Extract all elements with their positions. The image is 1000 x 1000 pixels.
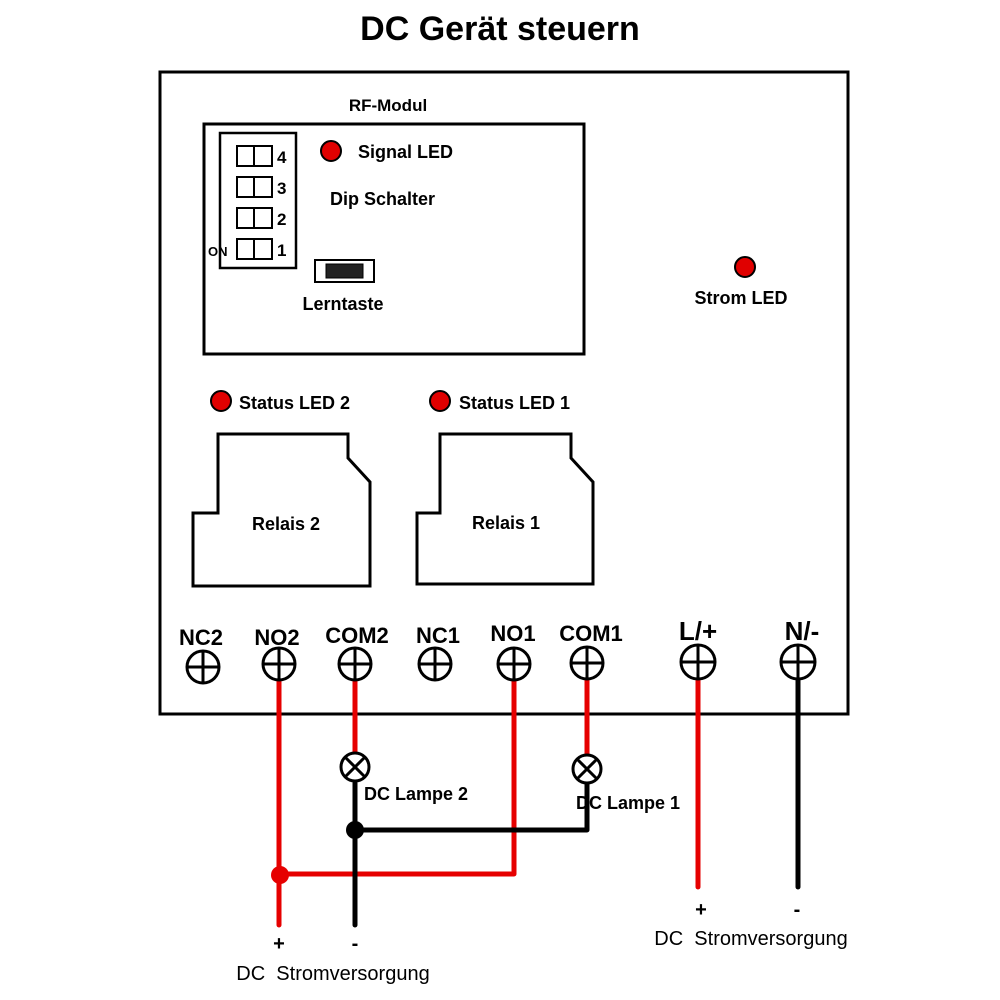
status-led-2-icon xyxy=(210,390,232,412)
power-led-label: Strom LED xyxy=(694,288,787,308)
lamp-1-icon xyxy=(571,753,603,785)
controller-board xyxy=(158,70,850,716)
relay-1 xyxy=(415,432,595,586)
lamp-1-label: DC Lampe 1 xyxy=(576,793,680,813)
dip-number-3: 3 xyxy=(277,179,286,198)
dip-switch-label: Dip Schalter xyxy=(330,189,435,209)
terminal-nc1-label: NC1 xyxy=(416,623,460,648)
supply-right-label: DC Stromversorgung xyxy=(654,928,847,950)
rf-module xyxy=(202,122,586,356)
lamp-2-label: DC Lampe 2 xyxy=(364,784,468,804)
wire-no1-loop xyxy=(276,661,517,877)
signal-led-label: Signal LED xyxy=(358,142,453,162)
terminal-no2[interactable] xyxy=(261,646,297,682)
supply-left-label: DC Stromversorgung xyxy=(236,963,429,985)
dip-number-4: 4 xyxy=(277,148,287,167)
relay-2 xyxy=(191,432,372,588)
rf-module-label: RF-Modul xyxy=(349,96,427,115)
terminal-no2-label: NO2 xyxy=(254,625,299,650)
status-led-2-label: Status LED 2 xyxy=(239,393,350,413)
learn-button-label: Lerntaste xyxy=(302,294,383,314)
wire-lamp1-return xyxy=(352,781,590,833)
relay-2-label: Relais 2 xyxy=(252,514,320,534)
wiring xyxy=(276,661,801,928)
relay-1-label: Relais 1 xyxy=(472,513,540,533)
junction-neutral xyxy=(346,821,364,839)
dip-number-1: 1 xyxy=(277,241,286,260)
terminal-com1-label: COM1 xyxy=(559,621,623,646)
dip-switch[interactable] xyxy=(218,131,298,270)
diagram-title: DC Gerät steuern xyxy=(360,10,640,48)
terminal-nc2[interactable] xyxy=(185,649,221,685)
dip-on-label: ON xyxy=(208,244,228,259)
lamp-2-icon xyxy=(339,751,371,783)
terminal-com1[interactable] xyxy=(569,645,605,681)
learn-button[interactable] xyxy=(314,259,375,283)
status-led-1-label: Status LED 1 xyxy=(459,393,570,413)
terminal-no1[interactable] xyxy=(496,646,532,682)
status-led-1-icon xyxy=(429,390,451,412)
terminal-n-minus[interactable] xyxy=(779,643,817,681)
terminal-l-plus[interactable] xyxy=(679,643,717,681)
terminal-no1-label: NO1 xyxy=(490,621,535,646)
supply-right-plus: + xyxy=(695,899,707,921)
supply-left-plus: + xyxy=(273,933,285,955)
terminal-l-plus-label: L/+ xyxy=(679,616,717,646)
supply-left-minus: - xyxy=(352,933,359,955)
terminal-com2[interactable] xyxy=(337,646,373,682)
supply-right-minus: - xyxy=(794,899,801,921)
terminal-nc2-label: NC2 xyxy=(179,625,223,650)
terminal-com2-label: COM2 xyxy=(325,623,389,648)
terminal-n-minus-label: N/- xyxy=(785,616,820,646)
terminal-nc1[interactable] xyxy=(417,646,453,682)
junction-live xyxy=(271,866,289,884)
dip-number-2: 2 xyxy=(277,210,286,229)
signal-led-icon xyxy=(320,140,342,162)
power-led-icon xyxy=(734,256,756,278)
